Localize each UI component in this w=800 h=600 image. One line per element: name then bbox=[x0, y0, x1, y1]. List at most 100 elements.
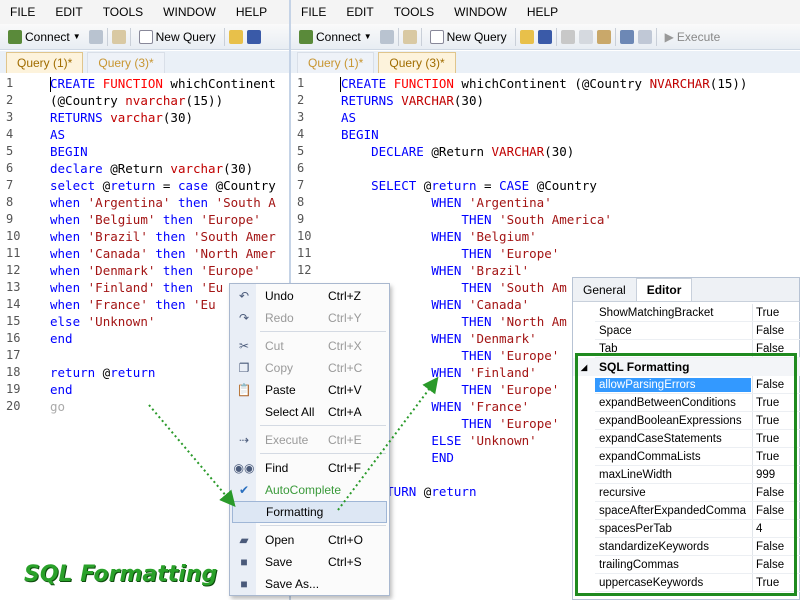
tab-editor[interactable]: Editor bbox=[635, 278, 693, 301]
tab-query-3[interactable]: Query (3)* bbox=[378, 52, 456, 73]
tab-general[interactable]: General bbox=[583, 283, 626, 297]
menu-edit[interactable]: EDIT bbox=[346, 5, 374, 19]
new-query-button[interactable]: New Query bbox=[426, 29, 511, 45]
scissors-icon: ✂ bbox=[238, 339, 250, 353]
floppy-icon[interactable] bbox=[537, 29, 552, 44]
property-value[interactable]: False bbox=[756, 487, 785, 499]
toolbar-separator bbox=[129, 27, 131, 46]
property-value[interactable]: False bbox=[756, 343, 785, 355]
property-group-header[interactable]: ◢SQL Formatting bbox=[573, 358, 800, 376]
menu-item-formatting[interactable]: Formatting bbox=[232, 501, 387, 523]
floppy-icon: ■ bbox=[240, 555, 248, 569]
property-value[interactable]: 999 bbox=[756, 469, 776, 481]
menu-tools[interactable]: TOOLS bbox=[102, 5, 144, 19]
row-divider bbox=[595, 429, 800, 430]
menu-window[interactable]: WINDOW bbox=[163, 5, 216, 19]
paste-icon: 📋 bbox=[236, 383, 252, 397]
menu-item-shortcut: Ctrl+O bbox=[328, 533, 364, 547]
line-number: 8 bbox=[297, 195, 305, 209]
menu-file[interactable]: FILE bbox=[301, 5, 327, 19]
menu-help[interactable]: HELP bbox=[526, 5, 559, 19]
menu-tools[interactable]: TOOLS bbox=[393, 5, 435, 19]
property-value[interactable]: True bbox=[756, 415, 780, 427]
paste-icon[interactable] bbox=[596, 29, 611, 44]
disconnect-icon[interactable] bbox=[379, 29, 394, 44]
menu-edit[interactable]: EDIT bbox=[55, 5, 83, 19]
property-value[interactable]: False bbox=[756, 541, 785, 553]
property-value[interactable]: False bbox=[756, 559, 785, 571]
folder-icon[interactable] bbox=[228, 29, 243, 44]
column-divider bbox=[752, 484, 753, 502]
row-divider bbox=[595, 519, 800, 520]
collapse-triangle-icon[interactable]: ◢ bbox=[581, 362, 588, 372]
code-line: end bbox=[50, 331, 73, 346]
property-value[interactable]: False bbox=[756, 325, 785, 337]
code-editor[interactable]: CREATE FUNCTION whichContinent(@Country … bbox=[50, 75, 290, 415]
property-value[interactable]: False bbox=[756, 379, 785, 391]
menu-item-save-as[interactable]: ■Save As... bbox=[232, 573, 387, 595]
tab-query-3[interactable]: Query (3)* bbox=[87, 52, 165, 73]
line-number: 12 bbox=[6, 263, 21, 277]
connect-button[interactable]: Connect▼ bbox=[4, 29, 85, 45]
disconnect-icon[interactable] bbox=[88, 29, 103, 44]
menu-window[interactable]: WINDOW bbox=[454, 5, 507, 19]
property-value[interactable]: False bbox=[756, 505, 785, 517]
execute-button[interactable]: ▶Execute bbox=[661, 29, 725, 45]
property-value[interactable]: True bbox=[756, 397, 780, 409]
property-value[interactable]: True bbox=[756, 307, 780, 319]
code-editor[interactable]: CREATE FUNCTION whichContinent (@Country… bbox=[341, 75, 800, 500]
properties-icon[interactable] bbox=[402, 29, 417, 44]
line-number: 6 bbox=[6, 161, 14, 175]
row-divider bbox=[595, 321, 800, 322]
new-query-button[interactable]: New Query bbox=[135, 29, 220, 45]
folder-icon[interactable] bbox=[519, 29, 534, 44]
line-number: 17 bbox=[6, 348, 21, 362]
redo-icon[interactable] bbox=[637, 29, 652, 44]
property-value[interactable]: True bbox=[756, 577, 780, 589]
menu-item-label: Open bbox=[265, 533, 295, 547]
property-value[interactable]: True bbox=[756, 433, 780, 445]
floppy-icon[interactable] bbox=[246, 29, 261, 44]
menu-help[interactable]: HELP bbox=[235, 5, 268, 19]
scissors-icon[interactable] bbox=[560, 29, 575, 44]
property-value[interactable]: 4 bbox=[756, 523, 763, 535]
toolbar: Connect▼ New Query ▶Execute bbox=[291, 24, 800, 50]
code-line: go bbox=[50, 399, 66, 414]
property-value[interactable]: True bbox=[756, 451, 780, 463]
properties-icon[interactable] bbox=[111, 29, 126, 44]
copy-icon[interactable] bbox=[578, 29, 593, 44]
undo-icon[interactable] bbox=[619, 29, 634, 44]
connect-button[interactable]: Connect▼ bbox=[295, 29, 376, 45]
tab-query-1[interactable]: Query (1)* bbox=[297, 52, 375, 73]
menu-item-autocomplete[interactable]: ✔AutoComplete bbox=[232, 479, 387, 501]
menu-file[interactable]: FILE bbox=[10, 5, 36, 19]
tab-query-1[interactable]: Query (1)* bbox=[6, 52, 84, 73]
new-query-icon bbox=[429, 29, 444, 44]
code-line: WHEN 'Brazil' bbox=[431, 263, 530, 278]
